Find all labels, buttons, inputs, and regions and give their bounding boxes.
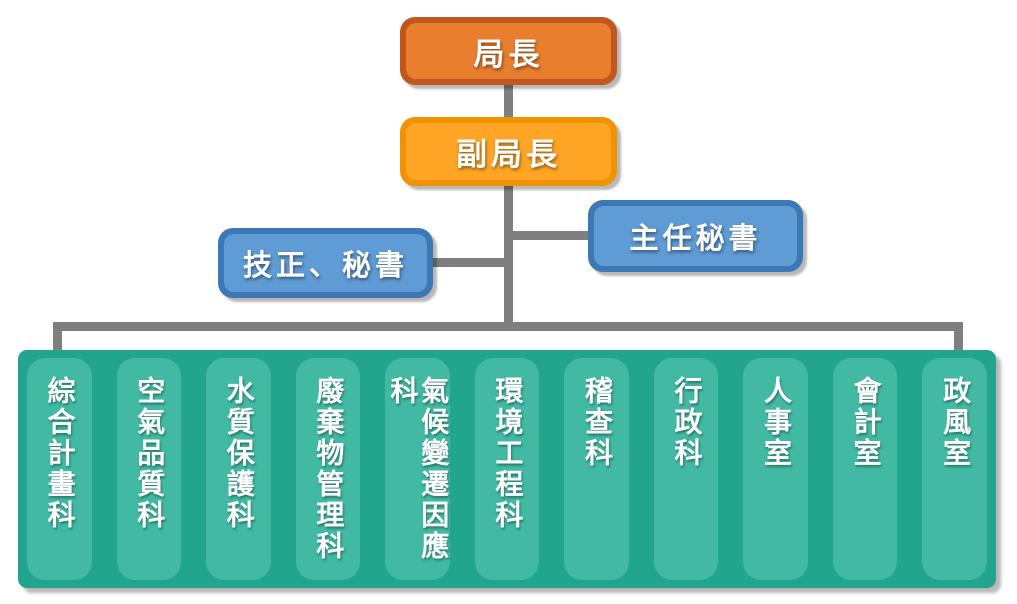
node-technical-secretary-face [224,234,427,292]
dept-label: 稽查科 [581,376,613,469]
dept-label: 氣候變遷因應科 [387,376,450,562]
dept-pill-civil-service-ethics: 政風室 [922,358,988,580]
node-chief-secretary-label: 主任秘書 [629,223,762,255]
node-technical-secretary-label: 技正、秘書 [242,250,408,282]
node-deputy-director-general: 副局長 [400,117,617,186]
connector-stub-right [954,322,963,355]
node-chief-secretary: 主任秘書 [588,200,803,272]
dept-pill-climate-change: 氣候變遷因應科 [385,358,450,580]
node-director-general-face [406,23,611,79]
dept-label: 空氣品質科 [134,376,166,531]
dept-label: 政風室 [940,376,972,469]
dept-pill-personnel: 人事室 [743,358,808,580]
dept-pill-environmental-engineering: 環境工程科 [474,358,540,580]
dept-pill-accounting: 會計室 [832,358,898,580]
dept-label: 會計室 [850,376,882,469]
connector-distribution [53,322,963,331]
dept-pill-water-quality: 水質保護科 [206,358,271,580]
node-technical-secretary: 技正、秘書 [218,228,433,298]
connector-director-deputy [504,84,513,118]
connector-branch-technical-secretary [430,258,508,267]
node-chief-secretary-face [594,206,797,266]
dept-label: 綜合計畫科 [44,376,76,531]
dept-label: 環境工程科 [492,376,524,531]
departments-container: 綜合計畫科 空氣品質科 水質保護科 廢棄物管理科 氣候變遷因應科 環境工程科 稽… [18,350,996,588]
node-director-general: 局長 [400,17,617,85]
dept-label: 廢棄物管理科 [313,376,345,562]
node-deputy-director-general-label: 副局長 [456,137,561,172]
node-deputy-director-general-face [406,123,611,180]
dept-label: 人事室 [761,376,793,469]
connector-stub-left [53,322,62,355]
dept-pill-administration: 行政科 [653,358,719,580]
dept-pill-comprehensive-planning: 綜合計畫科 [27,358,92,580]
dept-label: 水質保護科 [223,376,255,531]
dept-pill-inspection: 稽查科 [564,358,629,580]
node-director-general-label: 局長 [473,36,544,72]
connector-trunk [504,185,513,331]
dept-pill-air-quality: 空氣品質科 [116,358,182,580]
connector-branch-chief-secretary [509,231,592,240]
dept-pill-waste-management: 廢棄物管理科 [295,358,361,580]
dept-label: 行政科 [671,376,703,469]
